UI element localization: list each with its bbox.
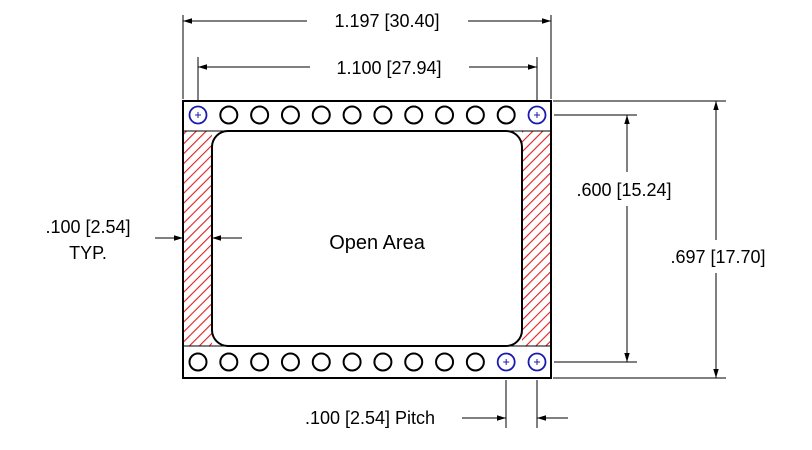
top-pad-7 <box>373 105 393 125</box>
top-pad-1-center-mark <box>195 112 201 118</box>
top-pad-4 <box>280 105 300 125</box>
top-pad-2 <box>219 105 239 125</box>
bottom-pad-8 <box>404 352 424 372</box>
overall-width-label: 1.197 [30.40] <box>334 11 439 31</box>
bottom-pad-row <box>188 352 547 372</box>
top-pad-3 <box>250 105 270 125</box>
top-pad-9 <box>435 105 455 125</box>
bottom-pad-5 <box>311 352 331 372</box>
bottom-pad-4 <box>280 352 300 372</box>
top-pad-6 <box>342 105 362 125</box>
bottom-pad-7 <box>373 352 393 372</box>
top-pad-12-center-mark <box>534 112 540 118</box>
top-pad-5 <box>311 105 331 125</box>
open-area-label: Open Area <box>329 232 426 254</box>
bottom-pad-10 <box>465 352 485 372</box>
bottom-pad-11-center-mark <box>503 359 510 365</box>
bottom-pad-6 <box>342 352 362 372</box>
bottom-pad-2 <box>219 352 239 372</box>
bottom-pad-1 <box>188 352 208 372</box>
bottom-pad-3 <box>250 352 270 372</box>
overall-height-label: .697 [17.70] <box>670 247 765 267</box>
bottom-pad-12-center-mark <box>534 359 540 365</box>
pitch-label: .100 [2.54] Pitch <box>305 408 435 428</box>
row-spacing-label: .600 [15.24] <box>576 180 671 200</box>
top-pad-11 <box>496 105 516 125</box>
top-pad-row <box>188 105 547 125</box>
wall-typ-label: TYP. <box>69 243 107 263</box>
right-wall-hatch <box>522 131 550 346</box>
pad-span-label: 1.100 [27.94] <box>336 58 441 78</box>
top-pad-8 <box>404 105 424 125</box>
bottom-pad-9 <box>435 352 455 372</box>
wall-thickness-label: .100 [2.54] <box>45 217 130 237</box>
top-pad-10 <box>465 105 485 125</box>
left-wall-hatch <box>184 131 212 346</box>
